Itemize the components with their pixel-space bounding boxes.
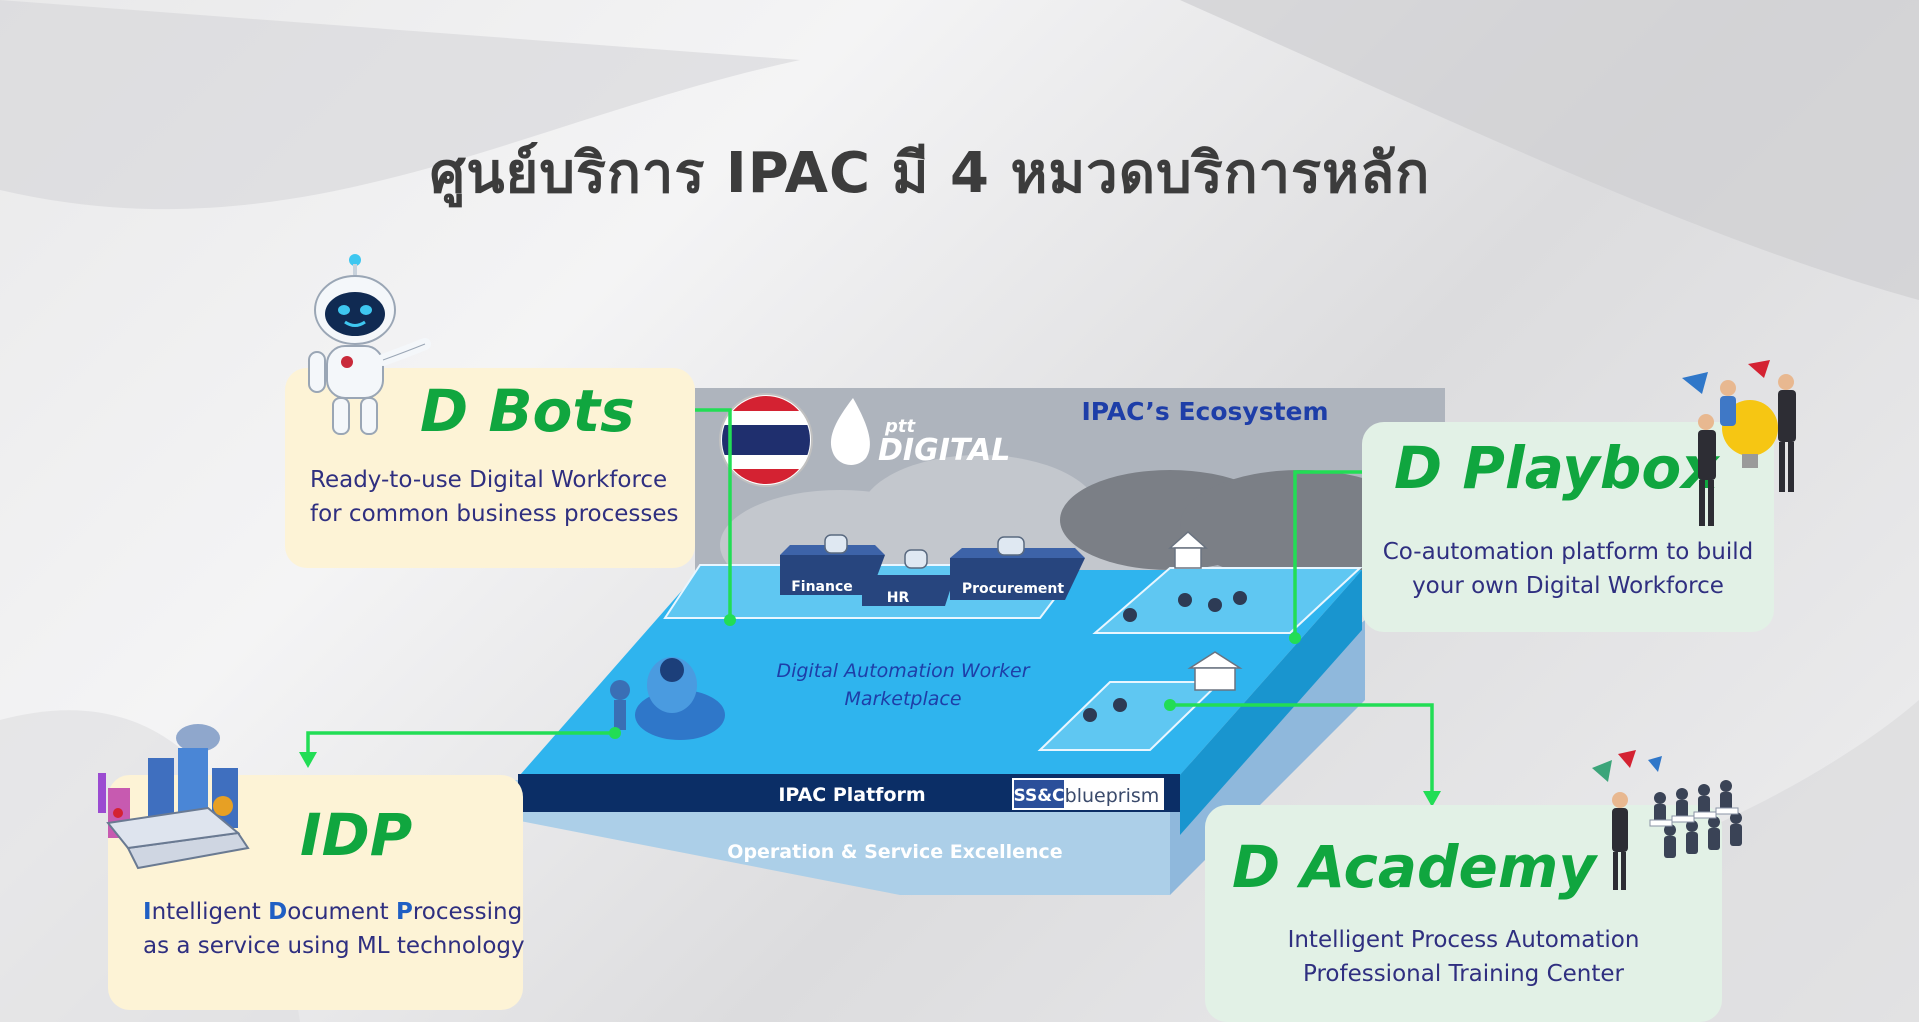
dplaybox-title: D Playbox: [1394, 434, 1719, 502]
dplaybox-line2: your own Digital Workforce: [1412, 573, 1724, 599]
connector-dacademy: [1170, 703, 1434, 795]
partner-ssc: SS&C: [1013, 786, 1064, 806]
operation-label: Operation & Service Excellence: [727, 841, 1062, 863]
idp-letter-i: I: [143, 899, 152, 925]
dark-cloud-shapes: [1060, 470, 1420, 580]
ptt-drop-logo: [830, 398, 870, 465]
idp-server-illustration: [98, 724, 250, 870]
connector-idp: [306, 731, 615, 755]
brand-digital: DIGITAL: [878, 433, 1010, 468]
module-procurement: Procurement: [962, 581, 1064, 597]
idp-line2: as a service using ML technology: [143, 933, 525, 959]
dacademy-line1: Intelligent Process Automation: [1287, 927, 1640, 953]
idp-letter-p: P: [396, 899, 413, 925]
dbots-line2: for common business processes: [310, 501, 679, 527]
house-icon: [1168, 530, 1208, 569]
connector-dots: [609, 614, 1301, 739]
dacademy-classroom-illustration: [1592, 750, 1742, 890]
connector-dplaybox: [1293, 470, 1370, 638]
dplaybox-people-illustration: [1682, 360, 1796, 526]
ipac-platform-label: IPAC Platform: [778, 784, 925, 806]
idp-title: IDP: [300, 801, 413, 869]
dacademy-card: D Academy Intelligent Process Automation…: [1205, 805, 1722, 1022]
module-finance: Finance: [791, 579, 853, 595]
page-title: ศูนย์บริการ IPAC มี 4 หมวดบริการหลัก: [429, 141, 1431, 206]
dbots-line1: Ready-to-use Digital Workforce: [310, 467, 668, 493]
dbots-robot-mascot: [308, 254, 431, 435]
idp-line1: Intelligent Document Processing: [143, 899, 523, 925]
people-icons: [1083, 591, 1247, 722]
school-icon: [1187, 651, 1243, 691]
dacademy-line2: Professional Training Center: [1302, 961, 1624, 987]
dbots-title: D Bots: [420, 377, 635, 445]
dbots-card: D Bots Ready-to-use Digital Workforce fo…: [285, 368, 695, 568]
robot-icon: [824, 534, 1025, 569]
platform-top-right: [1180, 570, 1362, 835]
idp-letter-d: D: [268, 899, 288, 925]
marketplace-line1: Digital Automation Worker: [776, 660, 1030, 682]
dacademy-title: D Academy: [1232, 833, 1597, 901]
partner-blueprism: blueprism: [1065, 785, 1160, 807]
idp-card: IDP Intelligent Document Processing as a…: [108, 775, 525, 1010]
dplaybox-line1: Co-automation platform to build: [1382, 539, 1754, 565]
marketplace-line2: Marketplace: [844, 688, 961, 710]
brand-ptt: ptt: [884, 416, 916, 437]
idp-robot-illustration: [610, 657, 725, 740]
ecosystem-label: IPAC’s Ecosystem: [1081, 397, 1328, 426]
module-hr: HR: [887, 590, 910, 606]
